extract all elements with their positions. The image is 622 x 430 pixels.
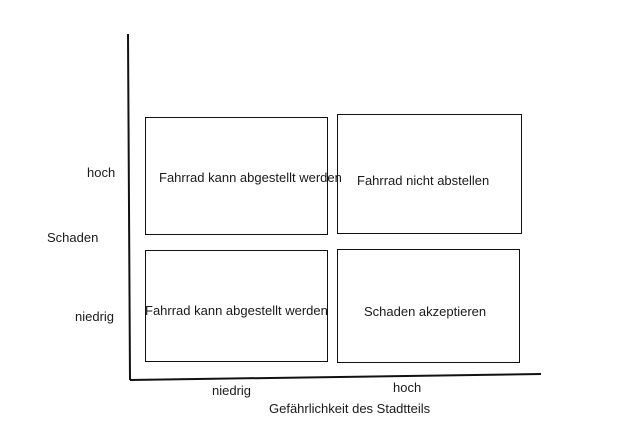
x-axis-title: Gefährlichkeit des Stadtteils: [269, 401, 431, 416]
cell-text-low-damage-high-danger: Schaden akzeptieren: [364, 304, 487, 319]
cell-low-damage-low-danger: [145, 250, 328, 362]
y-axis-high-label: hoch: [87, 165, 116, 180]
y-axis-low-label: niedrig: [75, 309, 115, 324]
cell-low-damage-high-danger: [337, 249, 520, 363]
cell-text-high-damage-low-danger: Fahrrad kann abgestellt werden: [159, 170, 342, 185]
x-axis-line: [129, 373, 542, 381]
y-axis-title: Schaden: [47, 230, 99, 245]
cell-text-low-damage-low-danger: Fahrrad kann abgestellt werden: [145, 303, 328, 318]
cell-high-damage-low-danger: [145, 117, 328, 235]
cell-high-damage-high-danger: [337, 114, 522, 234]
x-axis-low-label: niedrig: [212, 383, 252, 398]
cell-text-high-damage-high-danger: Fahrrad nicht abstellen: [357, 173, 490, 188]
x-axis-high-label: hoch: [393, 380, 422, 395]
y-axis-line: [127, 33, 131, 381]
